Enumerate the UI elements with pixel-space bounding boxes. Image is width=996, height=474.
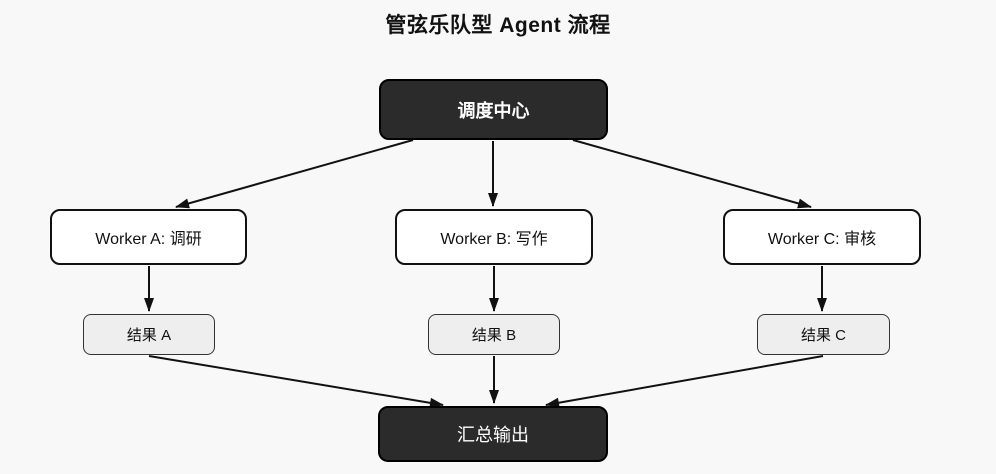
node-aggregate-output-label: 汇总输出 <box>457 425 529 445</box>
node-result-c: 结果 C <box>757 314 890 355</box>
edge-dispatcher-worker-a <box>175 139 414 209</box>
diagram-title: 管弦乐队型 Agent 流程 <box>385 14 611 37</box>
node-aggregate-output: 汇总输出 <box>378 406 608 462</box>
node-worker-a: Worker A: 调研 <box>50 209 247 265</box>
node-result-b-label: 结果 B <box>471 327 517 344</box>
node-dispatch-center: 调度中心 <box>379 79 608 140</box>
node-worker-c-label: Worker C: 审核 <box>767 231 877 248</box>
node-worker-c: Worker C: 审核 <box>723 209 921 265</box>
node-result-b: 结果 B <box>428 314 560 355</box>
node-result-a: 结果 A <box>83 314 215 355</box>
node-result-a-label: 结果 A <box>126 327 172 344</box>
node-result-c-label: 结果 C <box>800 327 846 344</box>
edge-result-a-output <box>148 355 444 408</box>
node-worker-b-label: Worker B: 写作 <box>440 231 548 248</box>
edge-dispatcher-worker-c <box>572 139 812 209</box>
node-dispatch-center-label: 调度中心 <box>457 100 530 121</box>
edge-result-c-output <box>545 355 824 408</box>
node-worker-a-label: Worker A: 调研 <box>95 231 202 248</box>
node-worker-b: Worker B: 写作 <box>395 209 593 265</box>
